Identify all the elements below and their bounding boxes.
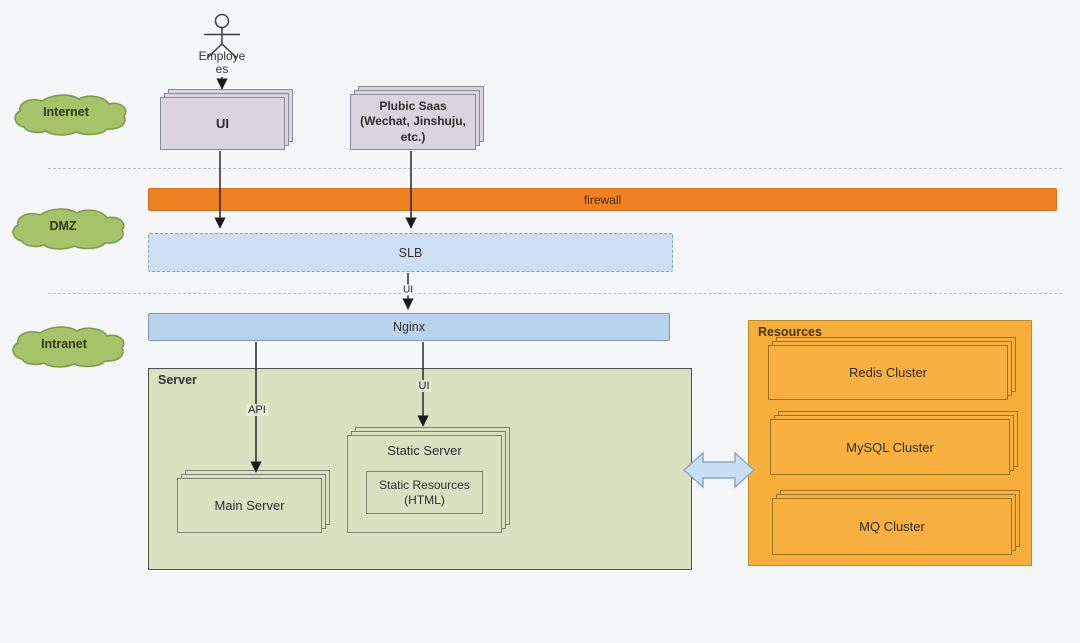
mq-cluster-node: MQ Cluster xyxy=(772,490,1020,555)
employees-label-line1: Employe xyxy=(198,49,246,63)
public-saas-label: Plubic Saas (Wechat, Jinshuju, etc.) xyxy=(350,94,476,150)
zone-label-internet: Internet xyxy=(43,105,89,119)
bidirectional-arrow-icon xyxy=(682,451,756,489)
main-server-node: Main Server xyxy=(177,470,330,533)
slb-label: SLB xyxy=(398,245,423,260)
static-server-node: Static Server Static Resources (HTML) xyxy=(347,427,510,533)
static-server-label: Static Server xyxy=(387,443,462,458)
ui-client-node: UI xyxy=(160,89,293,150)
zone-label-dmz: DMZ xyxy=(49,219,77,233)
firewall-label: firewall xyxy=(583,192,622,207)
main-server-label: Main Server xyxy=(177,478,322,533)
redis-cluster-label: Redis Cluster xyxy=(768,345,1008,400)
mysql-cluster-node: MySQL Cluster xyxy=(770,411,1018,475)
employees-label-line2: es xyxy=(215,62,229,76)
zone-label-intranet: Intranet xyxy=(41,337,87,351)
slb-node: SLB xyxy=(148,233,673,272)
firewall-bar: firewall xyxy=(148,188,1057,211)
nginx-node: Nginx xyxy=(148,313,670,341)
ui-client-label: UI xyxy=(160,97,285,150)
edge-label-ui-slb-nginx: UI xyxy=(401,284,415,296)
mq-cluster-label: MQ Cluster xyxy=(772,498,1012,555)
zone-separator-internet-dmz xyxy=(48,168,1062,169)
server-group-label: Server xyxy=(158,373,197,387)
nginx-label: Nginx xyxy=(393,320,425,334)
mysql-cluster-label: MySQL Cluster xyxy=(770,419,1010,475)
zone-separator-dmz-intranet xyxy=(48,293,1062,294)
redis-cluster-node: Redis Cluster xyxy=(768,337,1016,400)
resources-group-label: Resources xyxy=(758,325,822,339)
edge-label-api: API xyxy=(246,404,268,416)
static-server-body: Static Server Static Resources (HTML) xyxy=(347,435,502,533)
static-resources-node: Static Resources (HTML) xyxy=(366,471,483,514)
edge-label-ui-static: UI xyxy=(416,380,432,392)
public-saas-node: Plubic Saas (Wechat, Jinshuju, etc.) xyxy=(350,86,484,150)
